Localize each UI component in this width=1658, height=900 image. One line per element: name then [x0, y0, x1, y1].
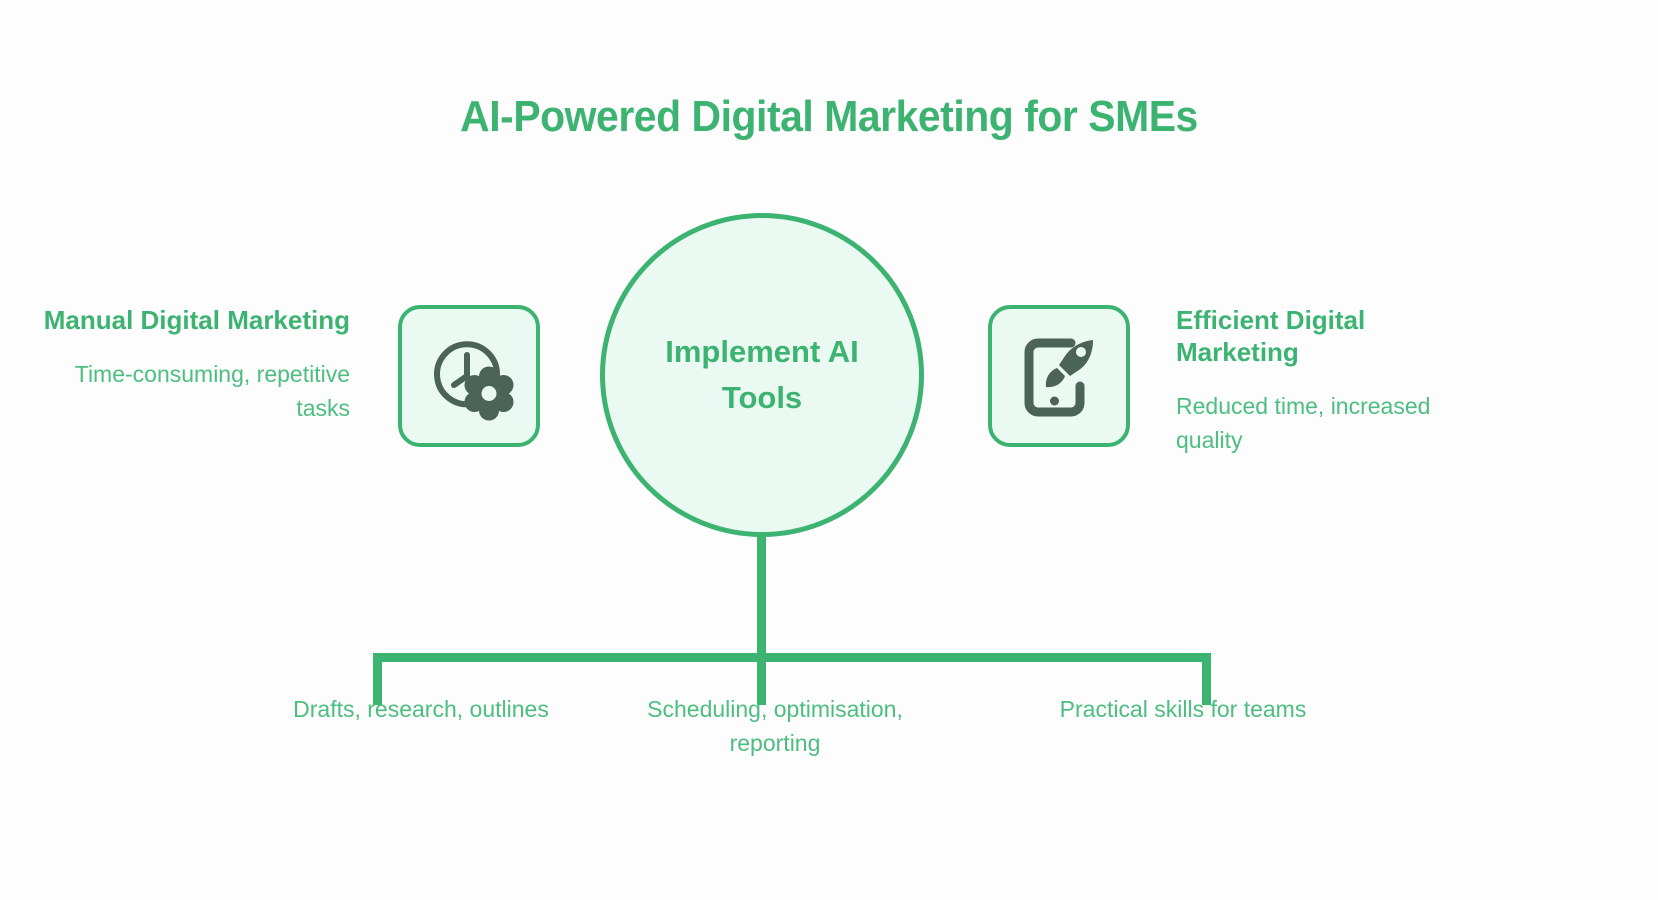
branch-label-1: Scheduling, optimisation, reporting — [647, 696, 903, 757]
center-node[interactable]: Implement AI Tools — [600, 213, 924, 537]
mobile-rocket-icon — [1013, 330, 1105, 422]
left-text-block: Manual Digital Marketing Time-consuming,… — [40, 305, 350, 426]
right-description: Reduced time, increased quality — [1176, 392, 1431, 453]
right-icon-box[interactable] — [988, 305, 1130, 447]
page-title: AI-Powered Digital Marketing for SMEs — [460, 92, 1198, 141]
connector-horizontal-bar — [373, 653, 1211, 662]
connector-left-stem — [373, 653, 382, 705]
connector-right-stem — [1202, 653, 1211, 705]
left-heading: Manual Digital Marketing — [43, 305, 350, 335]
left-description: Time-consuming, repetitive tasks — [74, 360, 350, 421]
right-heading: Efficient Digital Marketing — [1176, 305, 1366, 367]
connector-center-stem-bottom — [757, 657, 766, 705]
connector-center-stem-top — [757, 536, 766, 662]
left-icon-box[interactable] — [398, 305, 540, 447]
clock-gear-icon — [423, 330, 515, 422]
branch-label-0: Drafts, research, outlines — [293, 696, 549, 722]
right-text-block: Efficient Digital Marketing Reduced time… — [1176, 305, 1486, 458]
center-node-label: Implement AI Tools — [665, 334, 859, 415]
branch-label-2: Practical skills for teams — [1059, 696, 1307, 722]
